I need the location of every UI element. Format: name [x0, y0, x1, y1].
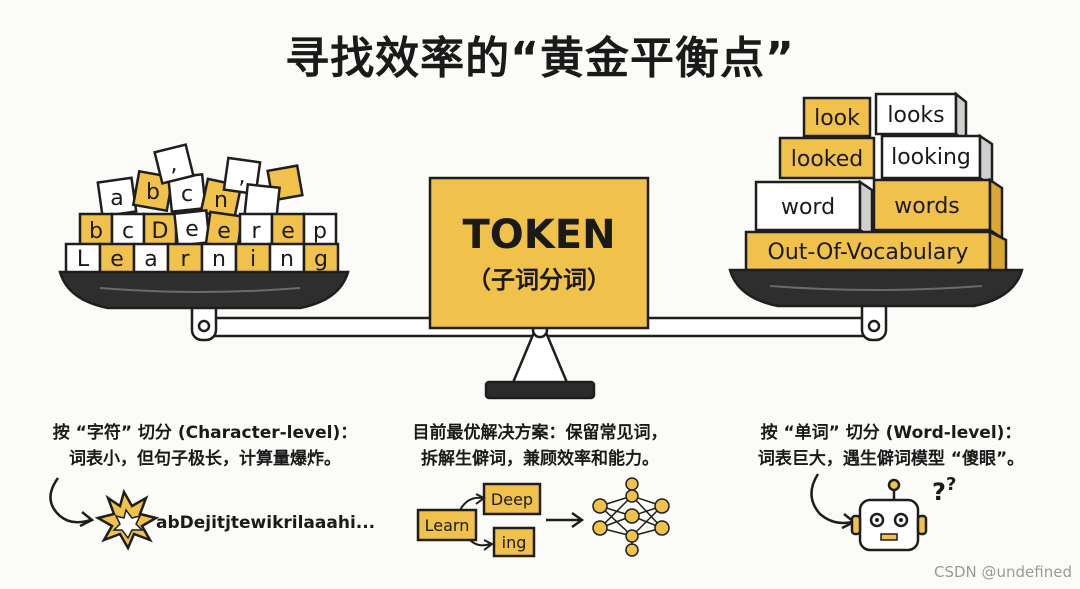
svg-text:a: a [110, 186, 123, 211]
svg-text:e: e [185, 217, 199, 242]
svg-text:looking: looking [891, 145, 971, 170]
svg-text:e: e [217, 219, 231, 244]
middle-illustration: Learn Deep ing [416, 477, 670, 558]
token-block: TOKEN （子词分词） [428, 176, 650, 330]
svg-text:a: a [144, 247, 157, 272]
left-letters-row3: L e a r n i n g [64, 242, 340, 276]
right-pan: look looks looked looking word words Out… [728, 91, 1024, 308]
right-caption-line2: 词表巨大，遇生僻词模型 “傻眼”。 [757, 449, 1025, 469]
scale-fulcrum [484, 314, 596, 400]
token-label: TOKEN [462, 212, 615, 258]
svg-text:n: n [280, 247, 294, 272]
svg-text:?: ? [946, 474, 956, 495]
svg-text:look: look [814, 106, 860, 131]
svg-text:n: n [214, 188, 228, 213]
svg-text:e: e [110, 247, 124, 272]
middle-caption-line2: 拆解生僻词，兼顾效率和能力。 [421, 449, 659, 469]
token-sublabel: （子词分词） [467, 266, 611, 294]
right-caption-line1: 按 “单词” 切分 (Word-level)： [760, 423, 1022, 443]
middle-caption-line1: 目前最优解决方案：保留常见词， [412, 423, 668, 443]
left-letters-row2: b c D e e r e p [78, 209, 338, 250]
deep-chip: Deep [491, 490, 533, 509]
svg-text:D: D [152, 219, 169, 244]
svg-text:looked: looked [791, 147, 864, 172]
robot-icon [850, 478, 928, 552]
left-pan: a b c n , , b c D e e r [58, 143, 350, 310]
left-illustration: abDejitjtewikrilaaahi... [49, 477, 375, 551]
svg-text:words: words [894, 194, 960, 219]
svg-text:looks: looks [887, 103, 944, 128]
page-title: 寻找效率的“黄金平衡点” [285, 33, 795, 84]
svg-text:g: g [314, 247, 328, 272]
left-caption-line1: 按 “字符” 切分 (Character-level)： [52, 423, 358, 443]
svg-text:L: L [77, 247, 90, 272]
svg-text:Out-Of-Vocabulary: Out-Of-Vocabulary [768, 240, 969, 265]
watermark-credit: CSDN @undefined [933, 563, 1072, 581]
neural-network-icon [592, 477, 670, 557]
ing-chip: ing [502, 533, 527, 552]
left-letters-row1: a b c n , , [96, 143, 304, 221]
svg-text:word: word [781, 195, 835, 220]
svg-text:,: , [171, 152, 178, 177]
left-caption-line2: 词表小，但句子极长，计算量爆炸。 [69, 449, 341, 469]
svg-text:e: e [281, 219, 295, 244]
svg-text:r: r [180, 247, 190, 272]
svg-text:b: b [89, 219, 103, 244]
left-caption: 按 “字符” 切分 (Character-level)： 词表小，但句子极长，计… [30, 420, 380, 472]
garbled-text: abDejitjtewikrilaaahi... [156, 513, 375, 533]
learn-chip: Learn [425, 516, 470, 535]
svg-text:p: p [313, 219, 327, 244]
svg-text:c: c [122, 219, 134, 244]
middle-caption: 目前最优解决方案：保留常见词， 拆解生僻词，兼顾效率和能力。 [390, 420, 690, 472]
svg-text:c: c [181, 182, 193, 207]
svg-text:i: i [250, 247, 256, 272]
right-caption: 按 “单词” 切分 (Word-level)： 词表巨大，遇生僻词模型 “傻眼”… [726, 420, 1056, 472]
question-marks-icon: ? ? [932, 474, 956, 506]
svg-text:b: b [146, 180, 160, 205]
svg-text:r: r [251, 219, 261, 244]
svg-text:?: ? [932, 478, 946, 506]
explosion-icon [94, 488, 160, 551]
right-illustration: ? ? [810, 473, 956, 552]
svg-text:n: n [212, 247, 226, 272]
svg-text:,: , [239, 164, 246, 189]
